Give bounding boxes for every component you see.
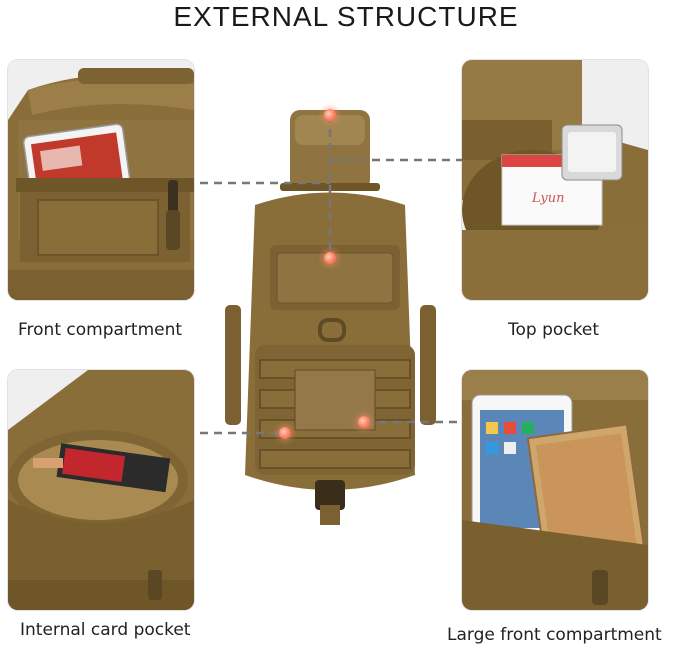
hotspot-internal-card-pocket [279,427,291,439]
top-pocket-photo: Lyun [462,60,648,300]
front-compartment-photo [8,60,194,300]
internal-card-pocket-photo [8,370,194,610]
page-title: EXTERNAL STRUCTURE [173,1,519,32]
caption-front-compartment: Front compartment [18,320,183,340]
hotspot-large-front-compartment [358,416,370,428]
caption-top-pocket: Top pocket [508,320,599,340]
hotspot-top-pocket [324,109,336,121]
sling-bag-photo [215,95,445,535]
hotspot-front-compartment [324,252,336,264]
lighter-brand-text: Lyun [531,191,565,206]
caption-internal-card-pocket: Internal card pocket [20,620,191,640]
large-front-compartment-photo [462,370,648,610]
caption-large-front-compartment: Large front compartment [447,625,662,645]
